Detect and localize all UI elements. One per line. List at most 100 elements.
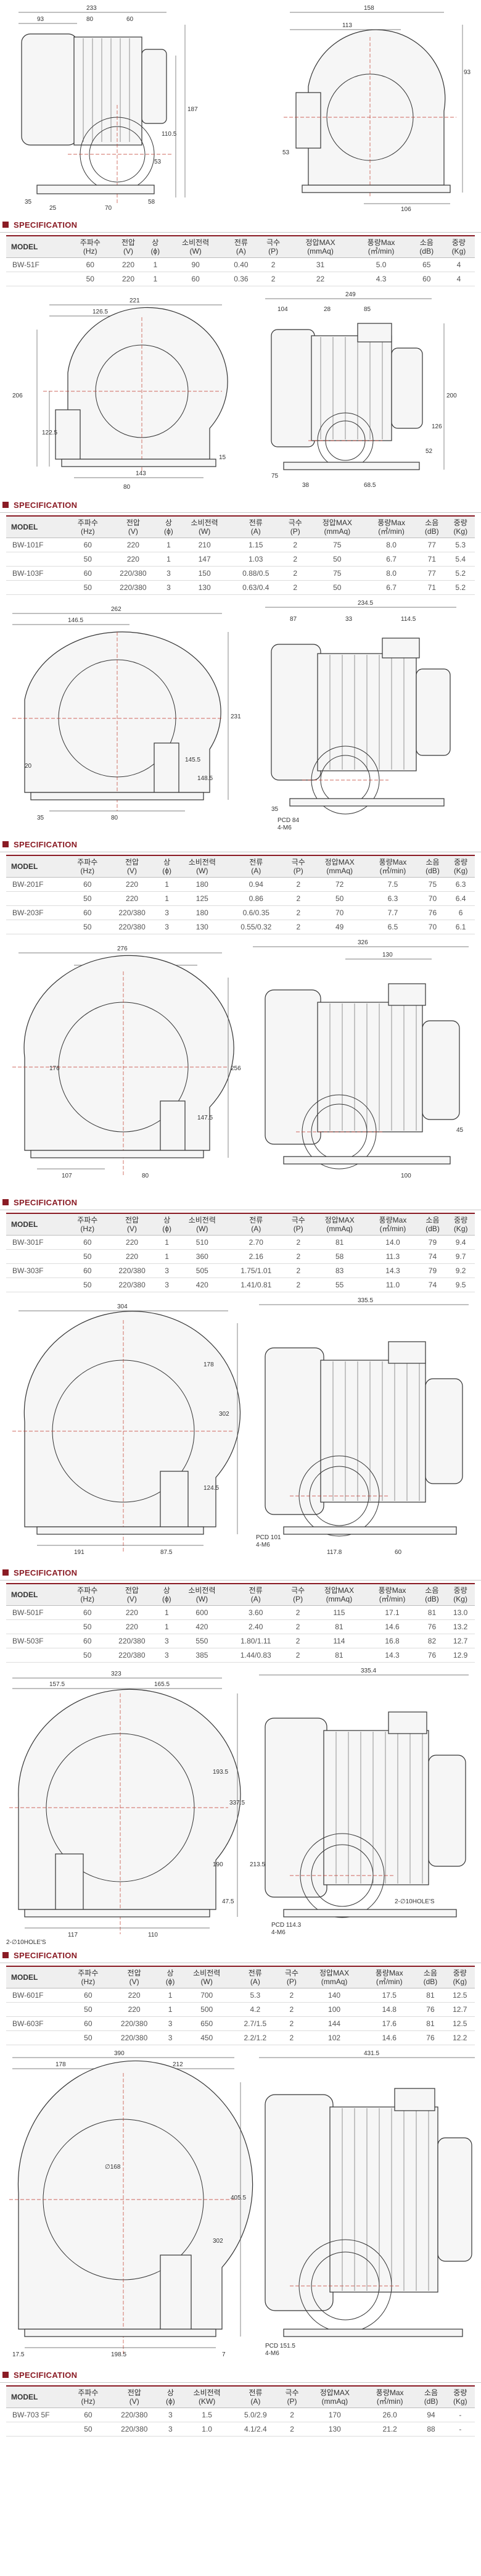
model-cell	[6, 1278, 68, 1292]
spec-header-row: MODEL 주파수(Hz) 전압(V) 상(ϕ) 소비전력(W) 전류(A) 극…	[6, 1213, 475, 1236]
header-weight: 중량(Kg)	[446, 1583, 475, 1606]
table-cell: 220	[108, 1988, 160, 2003]
table-cell: 6.5	[367, 920, 419, 934]
table-cell: 220	[107, 1605, 157, 1620]
dim-label: 302	[219, 1411, 229, 1418]
model-cell: BW-603F	[6, 2016, 68, 2031]
dim-label: 193.5	[213, 1769, 228, 1776]
header-phase: 상(ϕ)	[144, 235, 167, 258]
table-cell: 4.3	[352, 272, 411, 286]
header-poles: 극수(P)	[277, 1966, 306, 1988]
table-cell: 76	[418, 905, 447, 920]
table-cell: 81	[416, 1988, 445, 2003]
dim-label: 113	[342, 22, 352, 29]
dim-label: 148.5	[197, 775, 213, 782]
dim-label: 35	[271, 806, 279, 813]
table-cell: 77	[417, 538, 446, 552]
header-voltage: 전압(V)	[107, 515, 159, 538]
table-cell: 130	[176, 920, 228, 934]
table-cell: 220	[107, 538, 159, 552]
header-noise: 소음(dB)	[418, 1213, 447, 1236]
table-cell: 17.6	[363, 2016, 416, 2031]
model-cell: BW-103F	[6, 566, 68, 581]
header-weight: 중량(Kg)	[446, 1213, 475, 1236]
table-cell: 50	[309, 552, 366, 567]
dim-label: 198.5	[111, 2351, 126, 2358]
table-cell: 3	[160, 2016, 181, 2031]
table-cell: 2	[284, 891, 313, 906]
dim-label: 335.5	[358, 1297, 373, 1304]
specification-heading: SPECIFICATION	[0, 1195, 481, 1210]
product-block-bw-501f: 304 302 178 124.5 191 87.5 335.5	[0, 1292, 481, 1663]
table-cell: 60	[68, 1988, 109, 2003]
table-cell: 3	[157, 1634, 177, 1648]
table-cell: 1	[157, 1605, 177, 1620]
table-cell: 4.1/2.4	[233, 2422, 278, 2437]
table-cell: 81	[417, 1605, 446, 1620]
table-cell: 60	[68, 566, 108, 581]
table-cell: 12.5	[445, 1988, 475, 2003]
table-cell: 1	[158, 538, 179, 552]
table-cell: 11.0	[367, 1278, 419, 1292]
table-cell: 1	[144, 272, 167, 286]
header-model: MODEL	[6, 235, 68, 258]
table-cell: 14.3	[367, 1263, 419, 1278]
dim-label: 60	[395, 1549, 402, 1556]
dim-label: 53	[282, 149, 290, 156]
table-cell: 9.5	[446, 1278, 475, 1292]
table-cell: 60	[68, 538, 108, 552]
dim-label: 176	[49, 1065, 60, 1072]
spec-table: MODEL 주파수(Hz) 전압(V) 상(ϕ) 소비전력(W) 전류(A) 극…	[6, 855, 475, 934]
header-current: 전류(A)	[224, 235, 258, 258]
header-airflow: 풍량Max(㎥/min)	[365, 515, 418, 538]
model-cell: BW-101F	[6, 538, 68, 552]
table-cell: 1.5	[180, 2408, 234, 2422]
specification-heading: SPECIFICATION	[0, 217, 481, 233]
dim-label: 107	[62, 1173, 72, 1179]
table-cell: 50	[68, 891, 107, 906]
dimension-drawings: 304 302 178 124.5 191 87.5 335.5	[0, 1292, 481, 1564]
header-model: MODEL	[6, 515, 68, 538]
table-cell: 2	[257, 257, 289, 272]
table-cell: 3	[157, 905, 177, 920]
table-cell: 115	[311, 1605, 367, 1620]
header-power: 소비전력(KW)	[180, 2385, 234, 2408]
model-cell: BW-501F	[6, 1605, 68, 1620]
table-cell: 17.1	[366, 1605, 418, 1620]
table-cell: 130	[178, 580, 231, 595]
dim-label: 323	[111, 1671, 121, 1677]
specification-heading: SPECIFICATION	[0, 837, 481, 852]
dim-label: PCD 84	[278, 817, 299, 824]
model-cell: BW-601F	[6, 1988, 68, 2003]
table-cell: 0.63/0.4	[230, 580, 282, 595]
header-airflow: 풍량Max(㎥/min)	[363, 2385, 417, 2408]
dim-label: 33	[345, 616, 353, 623]
table-cell: 12.7	[445, 2002, 475, 2017]
table-cell: 7.7	[367, 905, 419, 920]
specification-label: SPECIFICATION	[14, 839, 78, 849]
header-current: 전류(A)	[232, 1966, 278, 1988]
model-cell	[6, 2422, 68, 2437]
table-cell: 9.2	[446, 1263, 475, 1278]
table-cell: 220/380	[108, 2016, 160, 2031]
header-power: 소비전력(W)	[176, 855, 228, 878]
dim-label: 38	[302, 482, 310, 489]
header-phase: 상(ϕ)	[160, 1966, 181, 1988]
dim-label: 58	[148, 199, 155, 206]
dim-label: 93	[464, 69, 471, 76]
spec-header-row: MODEL 주파수(Hz) 전압(V) 상(ϕ) 소비전력(W) 전류(A) 극…	[6, 235, 475, 258]
table-cell: 2	[277, 2030, 306, 2045]
model-cell	[6, 920, 68, 934]
dimension-drawings: 262 146.5 231 145.5 148.5 80 35 20	[0, 595, 481, 836]
header-model: MODEL	[6, 1213, 68, 1236]
table-cell: 5.2	[446, 580, 475, 595]
header-voltage: 전압(V)	[107, 1583, 157, 1606]
table-cell: 210	[178, 538, 231, 552]
